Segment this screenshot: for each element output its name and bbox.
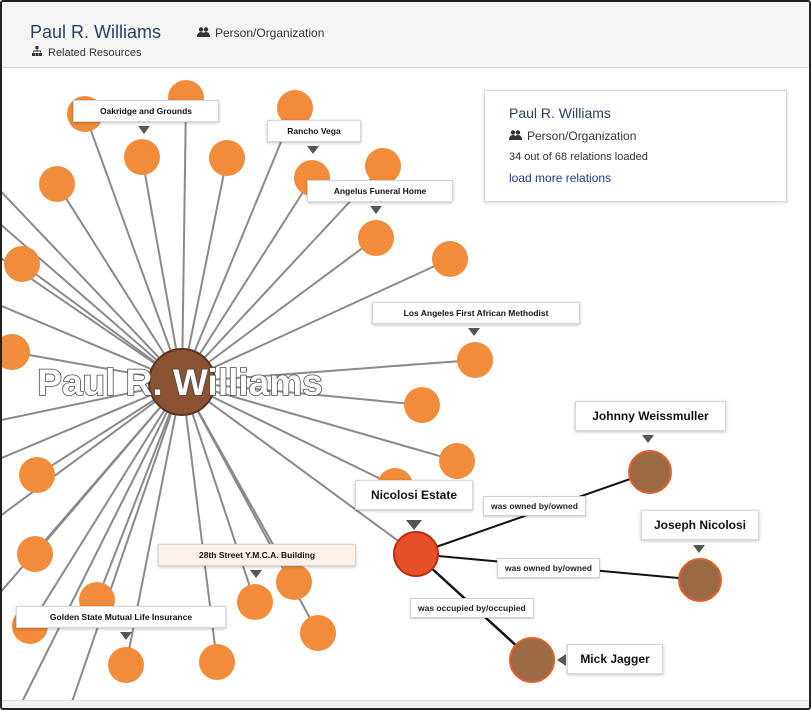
relation-node[interactable]	[17, 536, 53, 572]
nicolosi-estate-node[interactable]	[393, 531, 439, 577]
relation-node[interactable]	[237, 584, 273, 620]
relation-edge	[2, 305, 183, 383]
relation-edge	[56, 183, 183, 383]
node-label-arrow	[642, 435, 654, 443]
relations-count: 34 out of 68 relations loaded	[509, 151, 648, 163]
node-label-johnny[interactable]: Johnny Weissmuller	[575, 401, 726, 431]
node-label-la-first[interactable]: Los Angeles First African Methodist	[372, 302, 580, 324]
related-resources-label: Related Resources	[48, 46, 142, 59]
relation-node[interactable]	[358, 220, 394, 256]
node-label-arrow	[250, 570, 262, 578]
node-label-arrow	[468, 328, 480, 336]
info-card-type-label: Person/Organization	[527, 129, 637, 143]
relation-node[interactable]	[457, 342, 493, 378]
relation-edge	[2, 224, 183, 383]
relation-edge	[181, 359, 476, 383]
node-label-arrow	[120, 632, 132, 640]
relation-edge	[181, 381, 396, 487]
page-title: Paul R. Williams	[30, 22, 162, 42]
relation-node[interactable]	[276, 564, 312, 600]
relation-node[interactable]	[4, 246, 40, 282]
bottom-panel-edge	[2, 700, 809, 708]
info-card-type: Person/Organization	[509, 129, 786, 143]
node-label-rancho[interactable]: Rancho Vega	[267, 120, 361, 142]
relation-edge	[181, 107, 296, 383]
relations-graph[interactable]: Paul R. Williams Paul R. Williams Person…	[2, 68, 809, 702]
relation-edge	[84, 113, 183, 383]
people-icon	[197, 26, 210, 40]
relation-edge	[181, 97, 187, 383]
relation-edge	[96, 381, 183, 601]
relation-node[interactable]	[39, 166, 75, 202]
relation-edge	[181, 258, 451, 383]
relation-node[interactable]	[108, 647, 144, 683]
relation-node[interactable]	[209, 140, 245, 176]
resource-type-label: Person/Organization	[215, 26, 325, 40]
node-label-arrow	[370, 206, 382, 214]
sitemap-icon	[32, 46, 42, 59]
load-more-relations-link[interactable]: load more relations	[509, 171, 612, 185]
node-label-mick[interactable]: Mick Jagger	[567, 644, 663, 674]
relation-node[interactable]	[199, 644, 235, 680]
joseph-nicolosi-node[interactable]	[678, 558, 722, 602]
relation-edge	[181, 381, 423, 406]
relation-node[interactable]	[2, 334, 30, 370]
relation-node[interactable]	[300, 615, 336, 651]
node-label-oakridge[interactable]: Oakridge and Grounds	[73, 100, 219, 122]
edge-label-mick: was occupied by/occupied	[410, 598, 534, 618]
resource-info-card: Paul R. Williams Person/Organization 34 …	[484, 90, 787, 202]
center-node[interactable]	[148, 348, 216, 416]
node-label-arrow	[138, 126, 150, 134]
edge-label-johnny: was owned by/owned	[483, 496, 586, 516]
node-label-golden[interactable]: Golden State Mutual Life Insurance	[16, 606, 226, 628]
mick-jagger-node[interactable]	[509, 637, 555, 683]
relation-edge	[21, 381, 183, 702]
relation-edge	[141, 156, 183, 383]
relation-node[interactable]	[365, 148, 401, 184]
node-label-arrow	[693, 545, 705, 553]
relation-edge	[181, 157, 228, 383]
edge-label-joseph: was owned by/owned	[497, 558, 600, 578]
resource-type: Person/Organization	[197, 26, 324, 40]
node-label-arrow	[406, 520, 422, 530]
relation-edge	[71, 381, 183, 702]
related-resources-link[interactable]: Related Resources	[32, 46, 142, 59]
people-icon	[509, 129, 522, 143]
node-label-angelus[interactable]: Angelus Funeral Home	[307, 180, 453, 202]
relation-node[interactable]	[19, 457, 55, 493]
relation-edge	[29, 381, 183, 627]
relation-edge	[2, 381, 183, 459]
relation-node[interactable]	[439, 443, 475, 479]
johnny-weissmuller-node[interactable]	[628, 450, 672, 494]
relation-node[interactable]	[432, 241, 468, 277]
relation-edge	[181, 381, 458, 462]
node-label-arrow	[557, 654, 566, 666]
relation-edge	[2, 191, 183, 383]
relation-edges	[2, 97, 476, 702]
node-label-nicolosi-estate[interactable]: Nicolosi Estate	[355, 480, 473, 510]
relation-node[interactable]	[124, 139, 160, 175]
relation-edge	[2, 381, 183, 516]
relation-node[interactable]	[404, 387, 440, 423]
relation-edge	[181, 381, 417, 555]
relation-edge	[181, 165, 384, 383]
resource-header: Paul R. Williams Person/Organization	[2, 2, 809, 68]
center-node-label: Paul R. Williams	[37, 362, 322, 403]
relation-edge	[181, 177, 313, 383]
relation-node[interactable]	[277, 90, 313, 126]
node-label-joseph[interactable]: Joseph Nicolosi	[641, 510, 759, 540]
node-label-ymca[interactable]: 28th Street Y.M.C.A. Building	[158, 544, 356, 566]
relation-edge	[181, 237, 377, 383]
info-card-title: Paul R. Williams	[509, 105, 611, 121]
node-label-arrow	[307, 146, 319, 154]
